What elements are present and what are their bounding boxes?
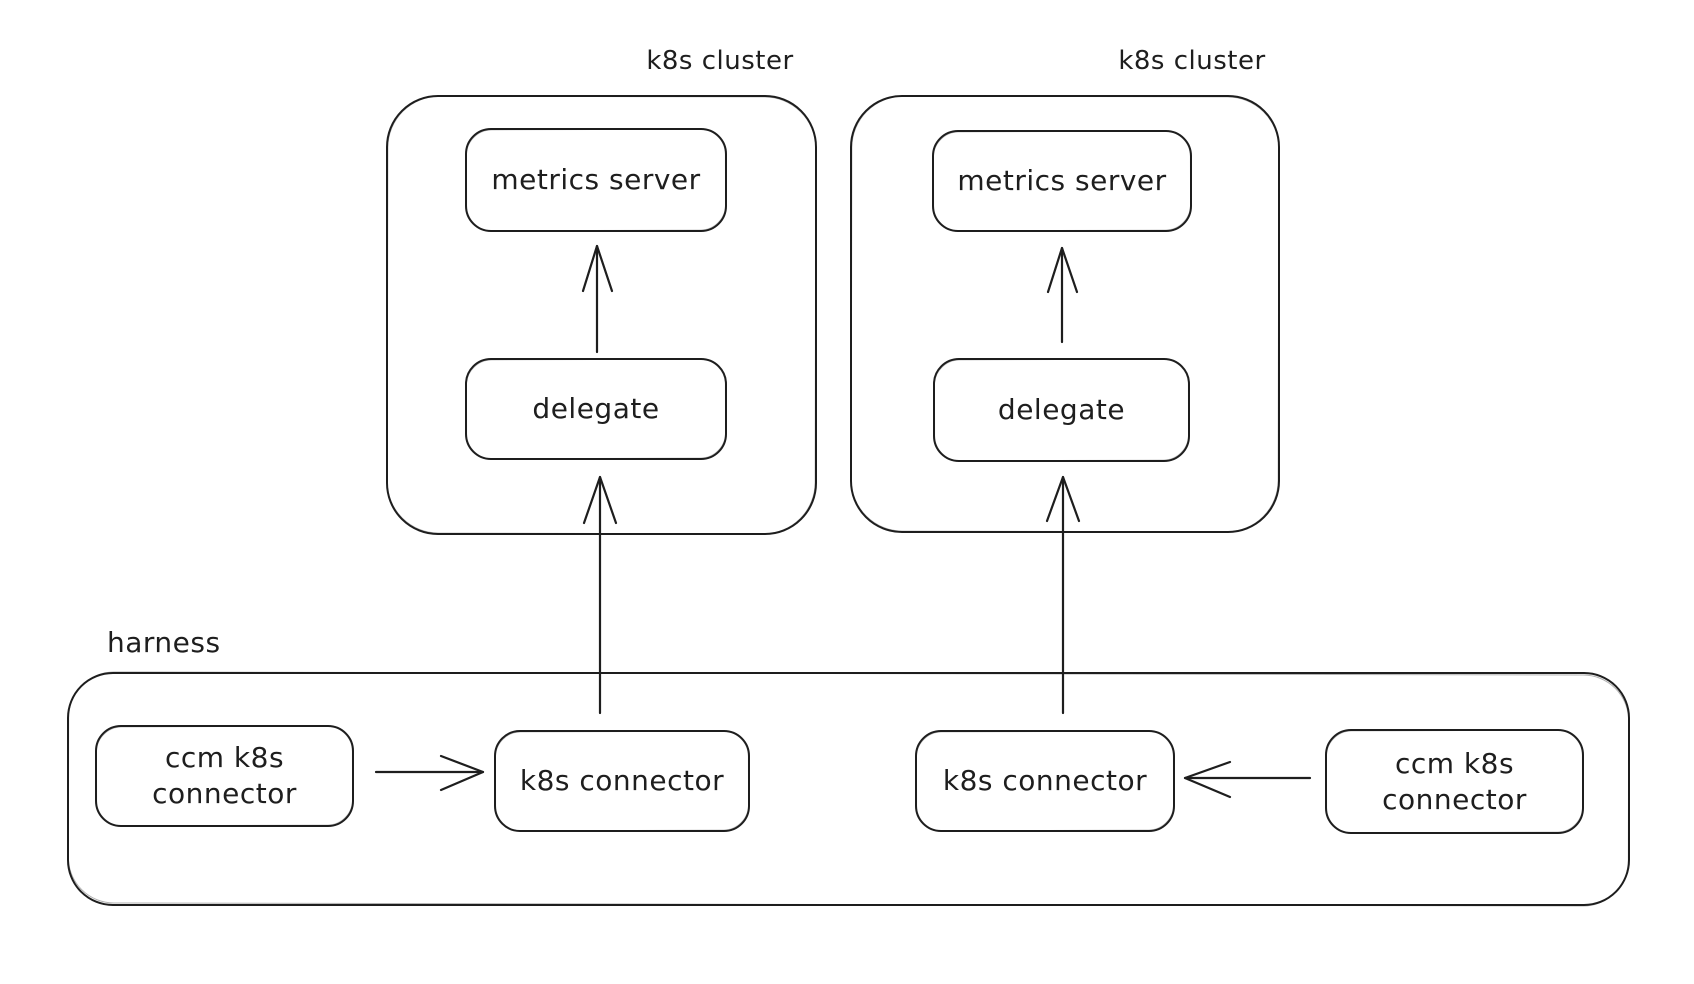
cluster-1-delegate-label: delegate <box>532 392 660 425</box>
cluster-2-delegate-label: delegate <box>997 393 1126 426</box>
cluster-1-metrics-server-node: metrics server <box>465 128 727 232</box>
harness-right-k8s-connector-node: k8s connector <box>915 730 1175 832</box>
cluster-2-metrics-server-node: metrics server <box>932 130 1192 232</box>
harness-right-k8s-connector-label: k8s connector <box>942 764 1148 797</box>
cluster-2-delegate-node: delegate <box>933 358 1190 462</box>
harness-left-k8s-connector-node: k8s connector <box>494 730 750 832</box>
cluster-2-box: metrics server delegate <box>850 95 1280 533</box>
harness-box: ccm k8s connector k8s connector k8s conn… <box>67 672 1630 906</box>
harness-left-ccm-k8s-connector-label: ccm k8s connector <box>152 741 297 810</box>
harness-left-ccm-k8s-connector-node: ccm k8s connector <box>95 725 354 827</box>
harness-right-ccm-k8s-connector-node: ccm k8s connector <box>1325 729 1584 834</box>
cluster-1-box: metrics server delegate <box>386 95 817 535</box>
cluster-2-metrics-server-label: metrics server <box>957 164 1167 197</box>
harness-title: harness <box>107 626 221 659</box>
cluster-2-title: k8s cluster <box>1118 46 1266 76</box>
harness-right-ccm-k8s-connector-label: ccm k8s connector <box>1382 746 1527 816</box>
cluster-1-metrics-server-label: metrics server <box>491 163 701 196</box>
cluster-1-title: k8s cluster <box>646 46 794 76</box>
cluster-1-delegate-node: delegate <box>465 358 727 460</box>
harness-left-k8s-connector-label: k8s connector <box>519 764 725 797</box>
